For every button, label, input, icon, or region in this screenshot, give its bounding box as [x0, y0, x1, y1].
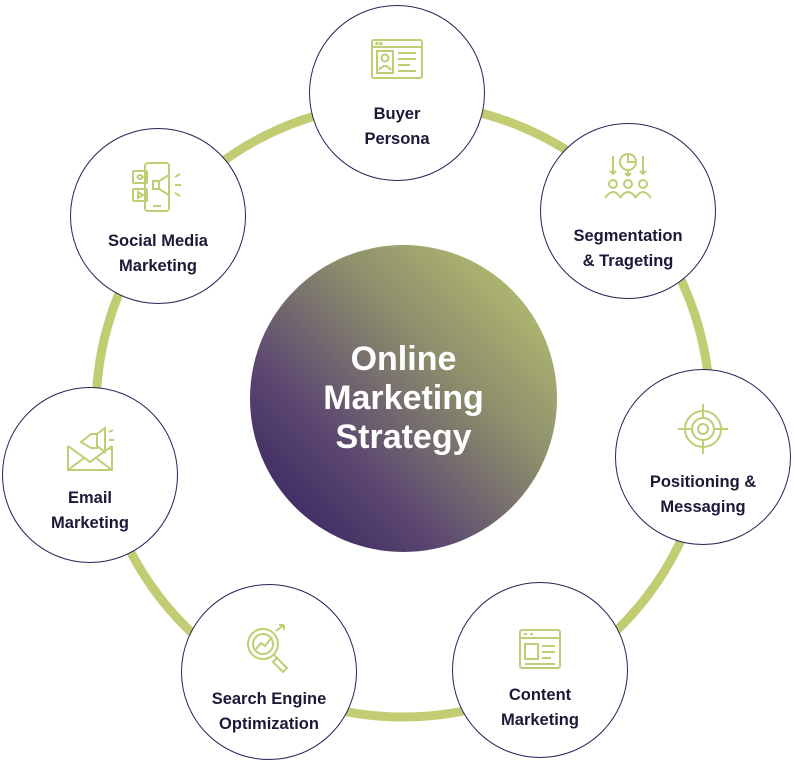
node-email-marketing: Email Marketing — [2, 387, 178, 563]
target-icon — [678, 404, 728, 454]
node-label-line: & Trageting — [582, 252, 674, 270]
node-segmentation: Segmentation & Trageting — [540, 123, 716, 299]
seo-magnifier-icon — [247, 624, 289, 674]
node-social-media: Social Media Marketing — [70, 128, 246, 304]
node-label-line: Search Engine — [211, 690, 327, 708]
segmentation-icon — [604, 153, 652, 199]
center-title-line-2: Marketing — [323, 379, 484, 417]
node-label-line: Persona — [364, 130, 430, 148]
node-label-line: Email — [67, 489, 113, 507]
node-label-line: Marketing — [501, 711, 579, 729]
node-content-marketing: Content Marketing — [452, 582, 628, 758]
node-label-line: Messaging — [660, 498, 746, 516]
profile-card-icon — [371, 39, 423, 79]
web-content-icon — [519, 629, 561, 669]
node-label-line: Optimization — [219, 715, 319, 733]
node-positioning: Positioning & Messaging — [615, 369, 791, 545]
center-circle: Online Marketing Strategy — [250, 245, 557, 552]
node-seo: Search Engine Optimization — [181, 584, 357, 760]
center-title-line-3: Strategy — [335, 418, 472, 456]
social-media-megaphone-icon — [132, 162, 181, 212]
node-label-line: Social Media — [108, 232, 208, 250]
node-label-line: Segmentation — [573, 227, 683, 245]
center-title-line-1: Online — [350, 340, 457, 378]
email-megaphone-icon — [67, 426, 114, 471]
node-label-line: Buyer — [373, 105, 421, 123]
node-label-line: Marketing — [51, 514, 129, 532]
node-buyer-persona: Buyer Persona — [309, 5, 485, 181]
node-label-line: Marketing — [119, 257, 197, 275]
node-label-line: Positioning & — [649, 473, 757, 491]
node-label-line: Content — [508, 686, 572, 704]
